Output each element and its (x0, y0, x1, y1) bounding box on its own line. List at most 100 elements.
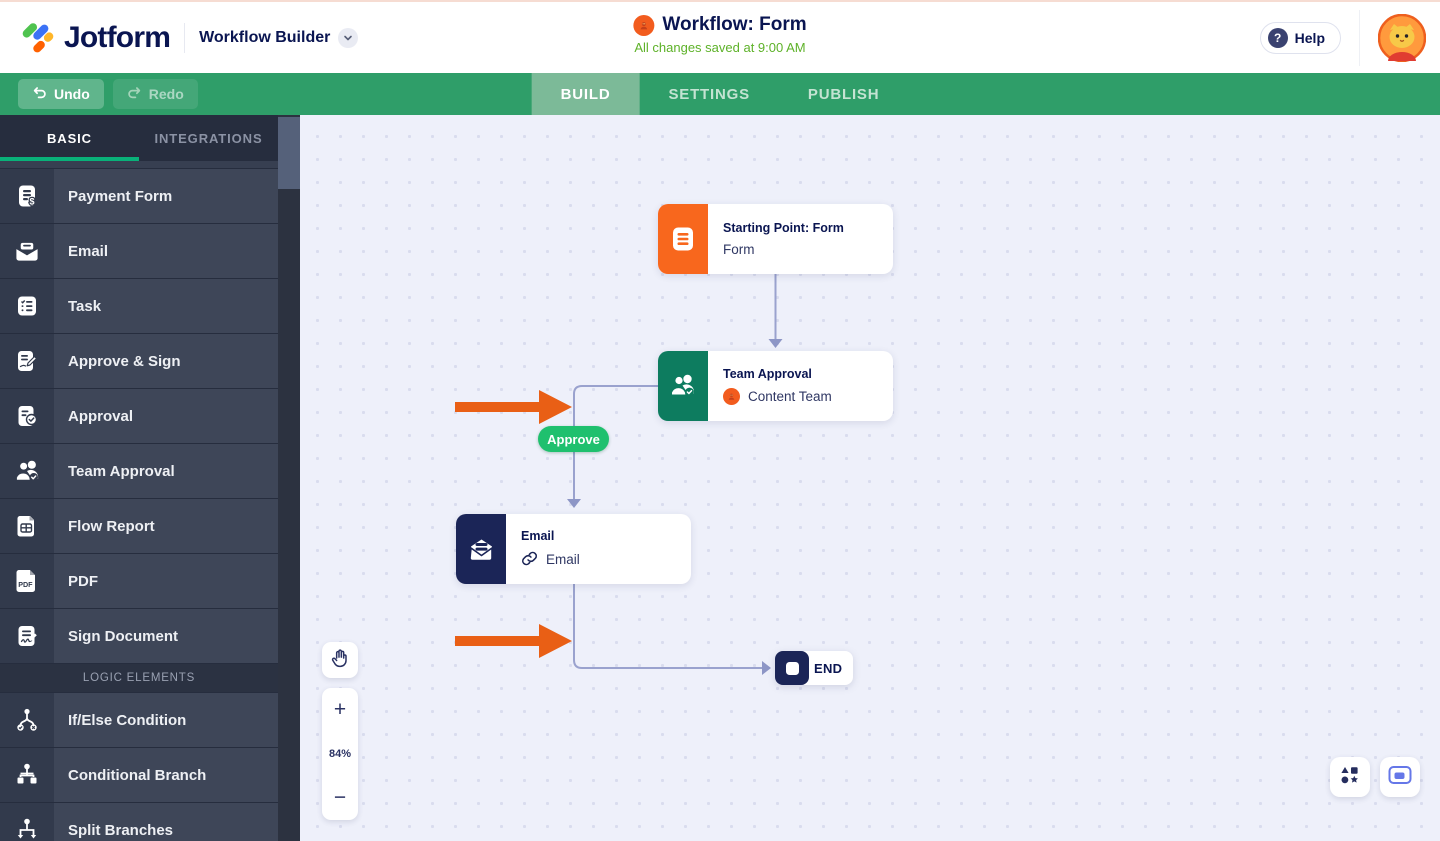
zoom-controls: + 84% − (322, 688, 358, 820)
node-title: Email (521, 528, 555, 543)
branch-label-approve[interactable]: Approve (538, 426, 609, 452)
payment-form-icon: $ (0, 169, 54, 223)
end-label: END (804, 651, 854, 685)
team-avatar-icon (633, 14, 655, 36)
zoom-in-button[interactable]: + (333, 698, 347, 721)
header-divider (184, 22, 186, 53)
team-approval-icon (658, 351, 708, 421)
email-icon (456, 514, 506, 584)
chevron-down-icon (338, 27, 359, 48)
sidebar-scrollbar[interactable] (278, 115, 300, 841)
workflow-canvas[interactable]: Starting Point: Form Form Team Approval … (300, 115, 1440, 841)
workflow-title[interactable]: Workflow: Form (662, 14, 807, 35)
svg-text:PDF: PDF (18, 580, 33, 589)
sidebar-item-email[interactable]: Email (0, 224, 278, 278)
minimap-toggle-button[interactable] (1380, 757, 1420, 797)
tab-publish[interactable]: PUBLISH (807, 85, 880, 103)
question-mark-icon: ? (1267, 27, 1288, 48)
sidebar-item-label: Approve & Sign (54, 334, 278, 388)
node-end[interactable]: END (775, 651, 854, 685)
sidebar-item-label: PDF (54, 554, 278, 608)
end-stop-icon (775, 651, 809, 685)
sidebar-scrollbar-thumb[interactable] (278, 117, 300, 189)
redo-label: Redo (148, 86, 184, 102)
sidebar-item-task[interactable]: Task (0, 279, 278, 333)
annotation-arrow (455, 390, 572, 424)
undo-button[interactable]: Undo (18, 79, 104, 109)
sidebar-item-sign-document[interactable]: Sign Document (0, 609, 278, 663)
sidebar-item-label: If/Else Condition (54, 693, 278, 747)
redo-button[interactable]: Redo (112, 79, 198, 109)
node-email[interactable]: Email Email (456, 514, 691, 584)
team-approval-icon (0, 444, 54, 498)
redo-icon (127, 85, 142, 103)
toolbar-tabs: BUILD SETTINGS PUBLISH (531, 73, 909, 115)
form-icon (658, 204, 708, 274)
sidebar-item-payment-form[interactable]: $ Payment Form (0, 169, 278, 223)
sidebar-item-if-else-condition[interactable]: If/Else Condition (0, 693, 278, 747)
shapes-icon (1340, 765, 1360, 790)
node-subtitle: Email (546, 552, 580, 567)
sidebar-item-flow-report[interactable]: Flow Report (0, 499, 278, 553)
zoom-out-button[interactable]: − (333, 786, 347, 809)
flow-report-icon (0, 499, 54, 553)
elements-overview-button[interactable] (1330, 757, 1370, 797)
sidebar-scrolled-item-sliver (0, 161, 278, 168)
sidebar-item-label: Approval (54, 389, 278, 443)
sidebar-item-conditional-branch[interactable]: Conditional Branch (0, 748, 278, 802)
help-button-label: Help (1294, 29, 1325, 46)
sidebar-tab-basic[interactable]: BASIC (0, 115, 139, 161)
tab-settings[interactable]: SETTINGS (668, 85, 750, 103)
build-toolbar: Undo Redo BUILD SETTINGS PUBLISH (0, 73, 1440, 115)
team-avatar-icon (723, 388, 740, 405)
product-picker[interactable]: Workflow Builder (199, 27, 359, 48)
sign-document-icon (0, 609, 54, 663)
header-divider (1359, 9, 1360, 66)
product-name: Workflow Builder (199, 28, 331, 46)
email-icon (0, 224, 54, 278)
hand-icon (330, 648, 350, 673)
pan-tool-button[interactable] (322, 642, 358, 678)
if-else-icon (0, 693, 54, 747)
top-accent-line (0, 0, 1440, 2)
tab-build[interactable]: BUILD (531, 73, 640, 115)
autosave-status: All changes saved at 9:00 AM (634, 40, 806, 55)
user-avatar[interactable] (1377, 13, 1427, 62)
sidebar-item-pdf[interactable]: PDF PDF (0, 554, 278, 608)
sidebar-item-split-branches[interactable]: Split Branches (0, 803, 278, 841)
jotform-logo[interactable]: Jotform (20, 17, 171, 58)
link-icon (521, 550, 538, 570)
sidebar-item-label: Flow Report (54, 499, 278, 553)
split-branches-icon (0, 803, 54, 841)
sidebar-item-label: Email (54, 224, 278, 278)
jotform-logo-text: Jotform (64, 20, 171, 54)
minimap-icon (1388, 765, 1412, 790)
sidebar-item-label: Payment Form (54, 169, 278, 223)
node-starting-point[interactable]: Starting Point: Form Form (658, 204, 893, 274)
sidebar-item-approve-sign[interactable]: Approve & Sign (0, 334, 278, 388)
sidebar-item-label: Team Approval (54, 444, 278, 498)
sidebar-section-logic-elements: LOGIC ELEMENTS (0, 664, 278, 692)
sidebar-item-label: Sign Document (54, 609, 278, 663)
node-subtitle: Form (723, 242, 755, 257)
annotation-arrow (455, 624, 572, 658)
sidebar-item-team-approval[interactable]: Team Approval (0, 444, 278, 498)
sidebar-item-approval[interactable]: Approval (0, 389, 278, 443)
node-team-approval[interactable]: Team Approval Content Team (658, 351, 893, 421)
sidebar-tab-integrations[interactable]: INTEGRATIONS (154, 130, 263, 146)
sidebar-tabs: BASIC INTEGRATIONS (0, 115, 278, 161)
node-subtitle: Content Team (748, 389, 832, 404)
sidebar-item-label: Task (54, 279, 278, 333)
zoom-level: 84% (328, 748, 352, 760)
undo-icon (32, 85, 47, 103)
sidebar-item-label: Split Branches (54, 803, 278, 841)
svg-text:$: $ (30, 197, 35, 207)
pdf-icon: PDF (0, 554, 54, 608)
node-title: Starting Point: Form (723, 221, 844, 235)
node-title: Team Approval (723, 367, 812, 381)
approve-sign-icon (0, 334, 54, 388)
help-button[interactable]: ? Help (1259, 21, 1341, 54)
task-icon (0, 279, 54, 333)
